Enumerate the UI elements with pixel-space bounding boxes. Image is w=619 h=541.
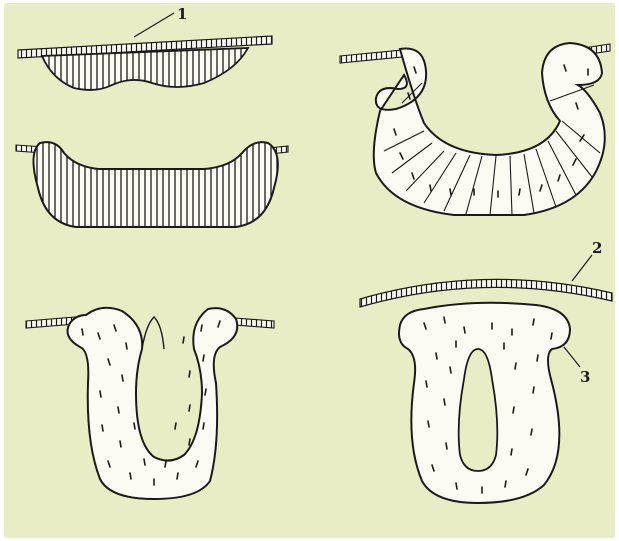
stage-4-folds-meeting: [26, 308, 274, 499]
stage-1-neural-plate: [18, 36, 272, 90]
diagram-neurulation: 1: [4, 3, 615, 538]
label-2-group: 2: [572, 239, 602, 281]
label-2: 2: [592, 239, 602, 257]
label-3: 3: [580, 368, 590, 386]
label-1: 1: [177, 5, 187, 23]
label-3-group: 3: [564, 347, 590, 386]
stage-5-neural-tube: [360, 279, 612, 503]
label-1-group: 1: [134, 5, 187, 37]
stage-2-neural-groove: [16, 142, 288, 227]
stage-3-neural-folds: [340, 43, 610, 215]
